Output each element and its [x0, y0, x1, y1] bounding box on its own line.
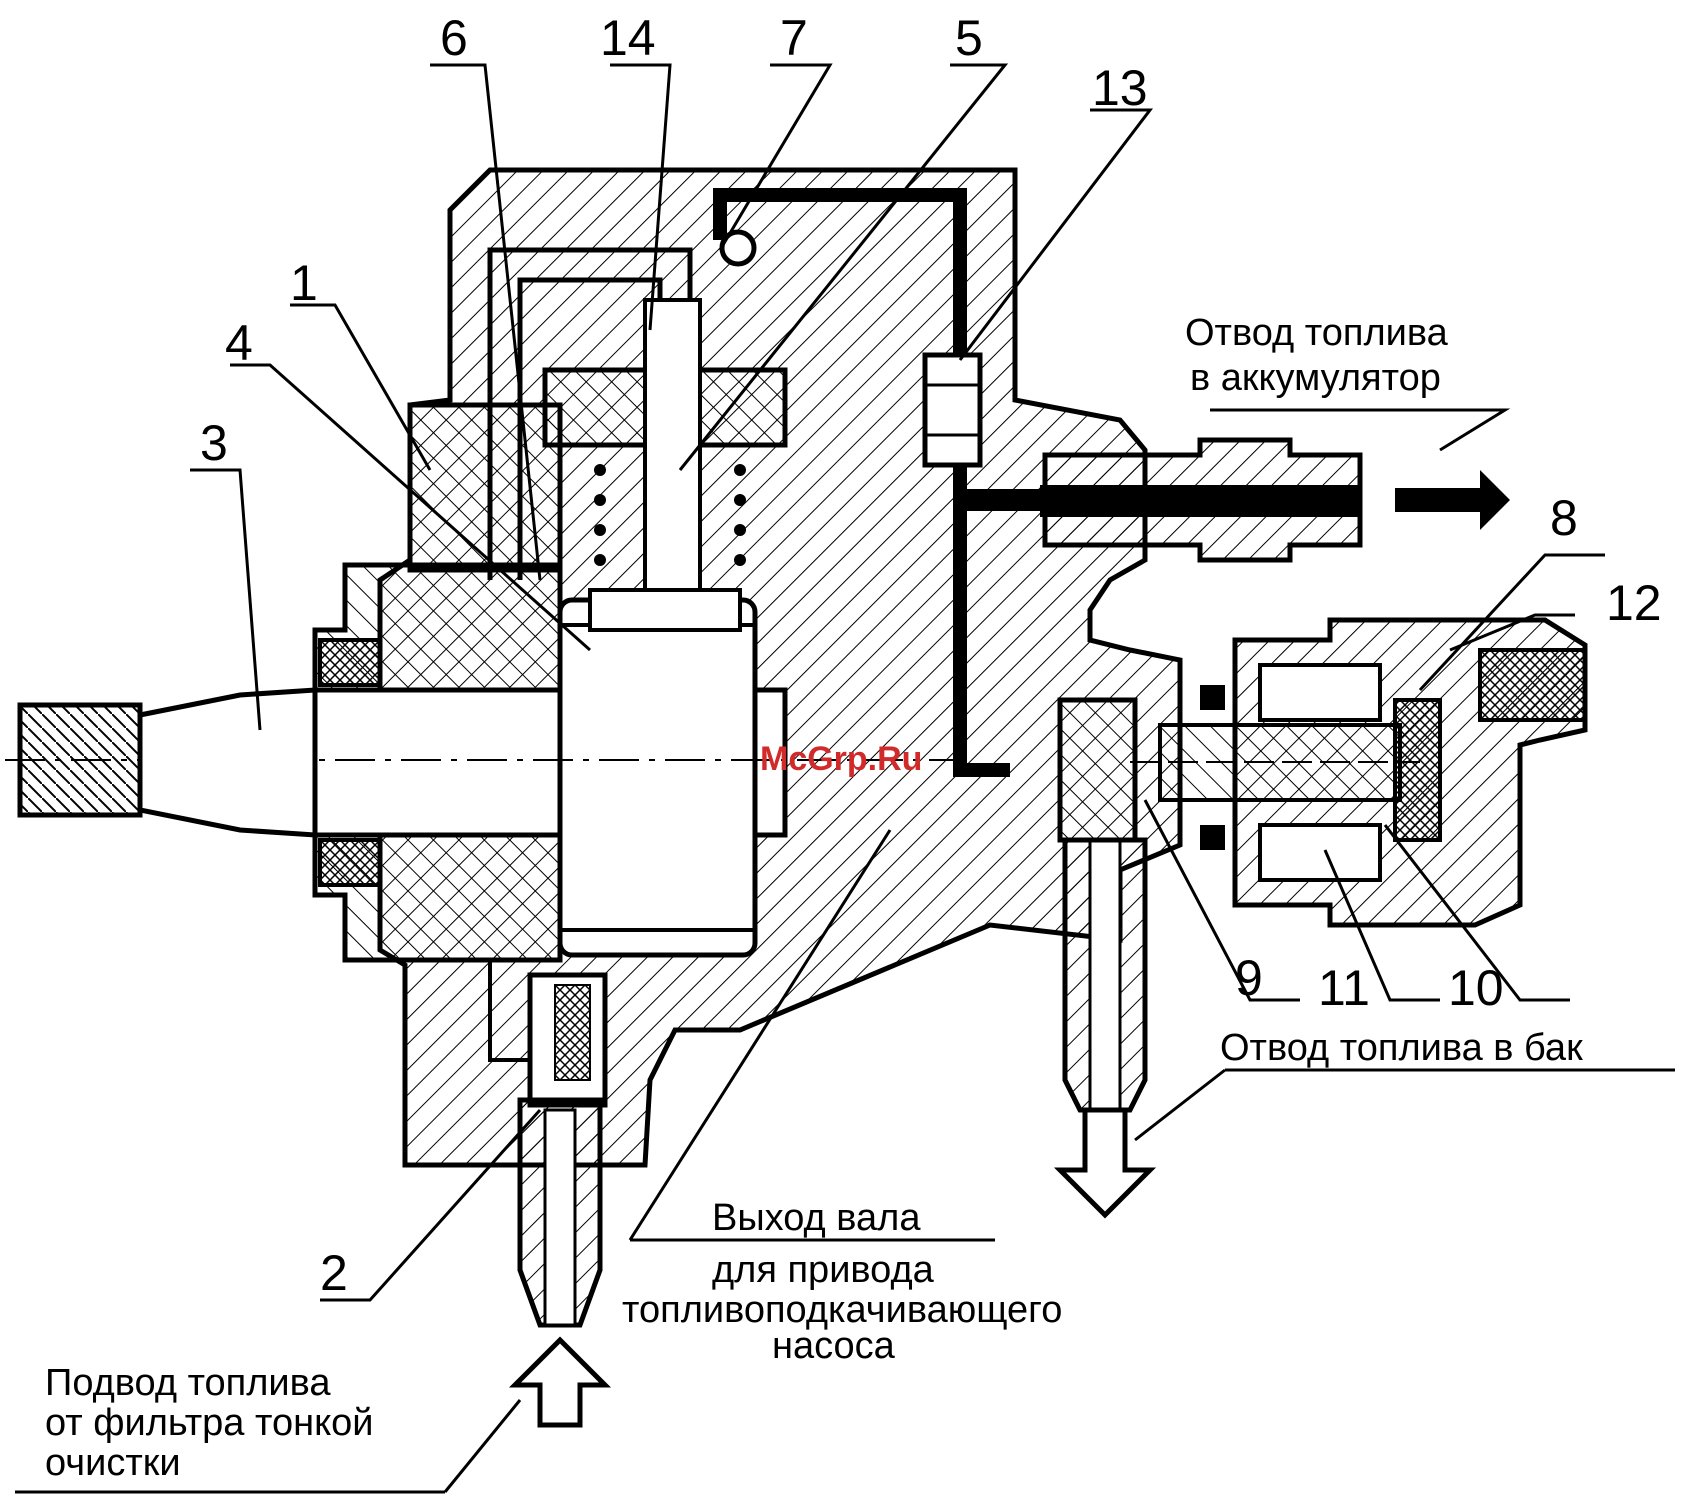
caption-supply-2: от фильтра тонкой	[45, 1402, 374, 1444]
label-2: 2	[320, 1245, 348, 1301]
accumulator-fitting	[1040, 440, 1360, 560]
label-1: 1	[290, 255, 318, 311]
label-8: 8	[1550, 490, 1578, 546]
caption-shaft-4: насоса	[772, 1325, 896, 1367]
label-10: 10	[1448, 960, 1504, 1016]
caption-supply-3: очистки	[45, 1442, 181, 1484]
pressure-regulator	[1130, 620, 1585, 925]
caption-accumulator-2: в аккумулятор	[1190, 357, 1441, 399]
label-5: 5	[955, 10, 983, 66]
watermark: McGrp.Ru	[760, 740, 922, 778]
caption-tank: Отвод топлива в бак	[1220, 1027, 1583, 1069]
label-11: 11	[1318, 960, 1370, 1016]
arrow-to-tank	[1060, 1110, 1150, 1215]
label-4: 4	[225, 315, 253, 371]
label-12: 12	[1606, 575, 1662, 631]
label-14: 14	[600, 10, 656, 66]
arrow-from-filter	[515, 1340, 605, 1425]
label-9: 9	[1235, 950, 1263, 1006]
caption-shaft-2: для привода	[712, 1249, 935, 1291]
arrow-to-accumulator	[1395, 470, 1510, 530]
caption-accumulator-1: Отвод топлива	[1185, 312, 1449, 354]
label-3: 3	[200, 415, 228, 471]
caption-supply-1: Подвод топлива	[45, 1362, 331, 1404]
pump-housing	[5, 170, 1350, 1165]
label-6: 6	[440, 10, 468, 66]
label-7: 7	[780, 10, 808, 66]
caption-shaft-1: Выход вала	[712, 1197, 921, 1239]
label-13: 13	[1092, 60, 1148, 116]
